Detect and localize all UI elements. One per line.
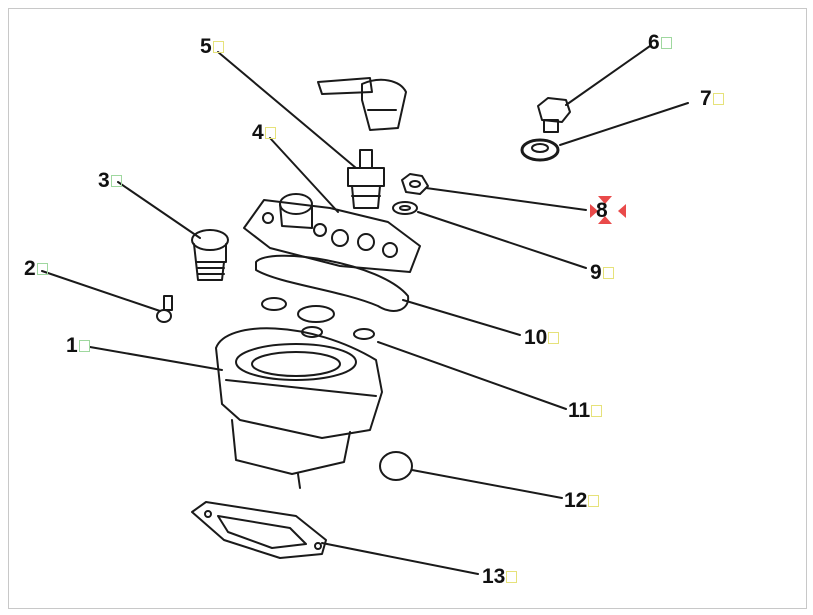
callout-label-13: 13 [482,566,518,587]
base-gasket-part [191,501,327,559]
leader-line-7 [559,102,689,146]
exhaust-o-ring-part [379,451,413,481]
spark-plug-cap-part [317,77,407,131]
callout-label-11: 11 [568,400,603,421]
head-washer-part [392,201,418,215]
callout-label-9: 9 [590,262,614,283]
leader-line-5 [217,51,357,169]
spark-plug-part [347,149,385,209]
leader-line-1 [89,346,223,371]
callout-label-7: 7 [700,88,724,109]
cylinder-part [215,327,383,489]
sensor-washer-part [520,138,560,162]
callout-label-8: 8 [596,199,608,222]
callout-label-2: 2 [24,258,48,279]
head-nut-part [401,173,429,195]
leader-line-4 [269,137,339,213]
thermostat-part [191,229,229,281]
leader-line-10 [402,299,521,336]
callout-label-10: 10 [524,327,560,348]
cylinder-head-part [243,193,421,273]
callout-label-3: 3 [98,170,122,191]
leader-line-2 [41,270,161,312]
cursor-marker-icon [590,196,626,224]
leader-line-3 [117,181,201,239]
leader-line-12 [411,469,563,499]
temperature-sensor-part [537,97,571,133]
callout-label-5: 5 [200,36,224,57]
head-gasket-ring-part [255,254,410,312]
leader-line-13 [321,542,479,575]
leader-line-11 [377,341,567,410]
callout-label-12: 12 [564,490,600,511]
o-ring-set-part [261,297,375,340]
leader-line-6 [565,45,651,106]
leader-line-8 [425,187,587,211]
callout-label-6: 6 [648,32,672,53]
callout-label-1: 1 [66,335,90,356]
leader-line-9 [417,211,587,269]
callout-label-4: 4 [252,122,276,143]
bleed-screw-part [156,295,173,323]
